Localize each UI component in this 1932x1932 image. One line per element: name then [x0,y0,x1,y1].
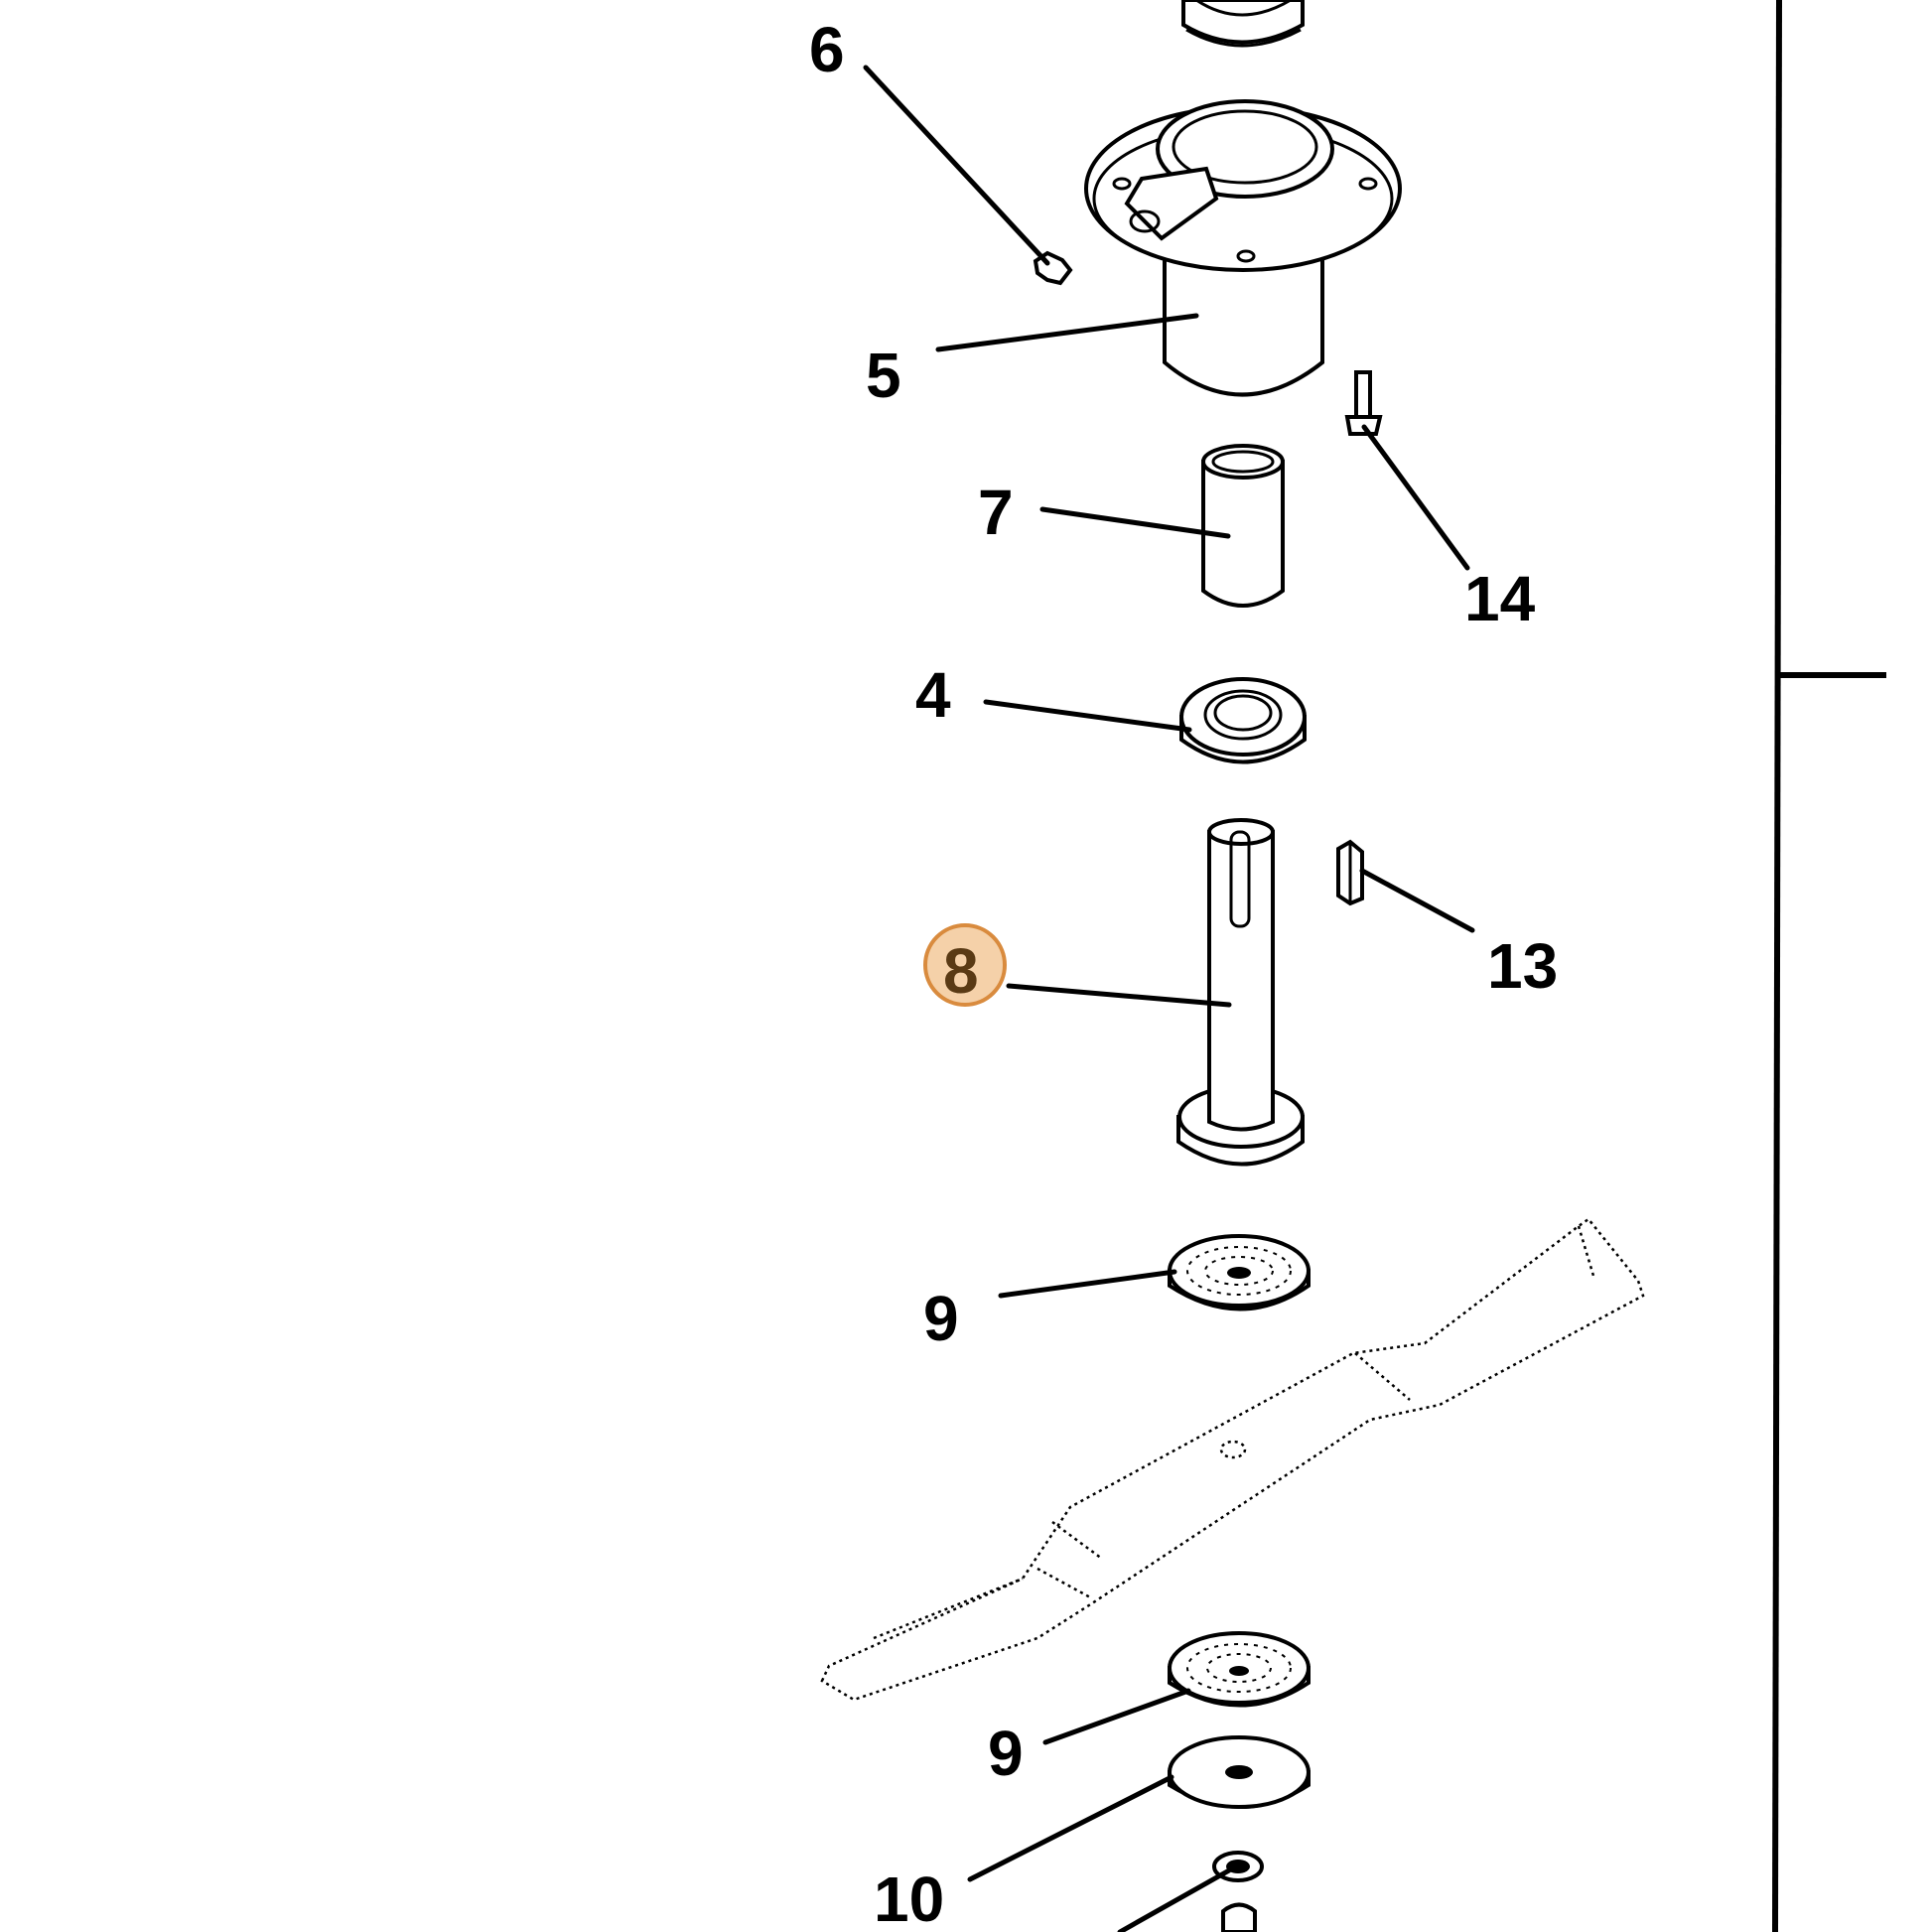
callout-6: 6 [809,14,845,85]
upper-speckled-washer [1168,1234,1311,1311]
callout-13: 13 [1487,930,1558,1002]
lower-speckled-washer [1168,1631,1311,1708]
callout-labels: 6 5 7 14 4 8 13 9 9 10 [809,14,1558,1932]
shaft-key [1336,839,1364,906]
spindle-housing [1084,99,1402,397]
callout-10: 10 [874,1863,944,1932]
callout-4: 4 [915,659,951,731]
callout-9-upper: 9 [923,1283,959,1354]
flat-washer [1168,1735,1311,1809]
callout-14: 14 [1464,563,1536,634]
top-bearing-partial [1181,0,1305,48]
bottom-nut [1212,1851,1264,1932]
leader-lines [863,65,1475,1932]
callout-8-highlight[interactable] [923,923,1007,1007]
frame [1772,0,1886,1932]
mower-blade [820,1217,1645,1702]
spacer-tube [1201,444,1285,608]
bearing [1179,677,1307,764]
callout-5: 5 [866,340,901,411]
callout-7: 7 [978,477,1014,548]
callout-8[interactable]: 8 [943,935,979,1007]
spindle-shaft [1176,818,1305,1167]
callout-9-lower: 9 [988,1718,1024,1789]
